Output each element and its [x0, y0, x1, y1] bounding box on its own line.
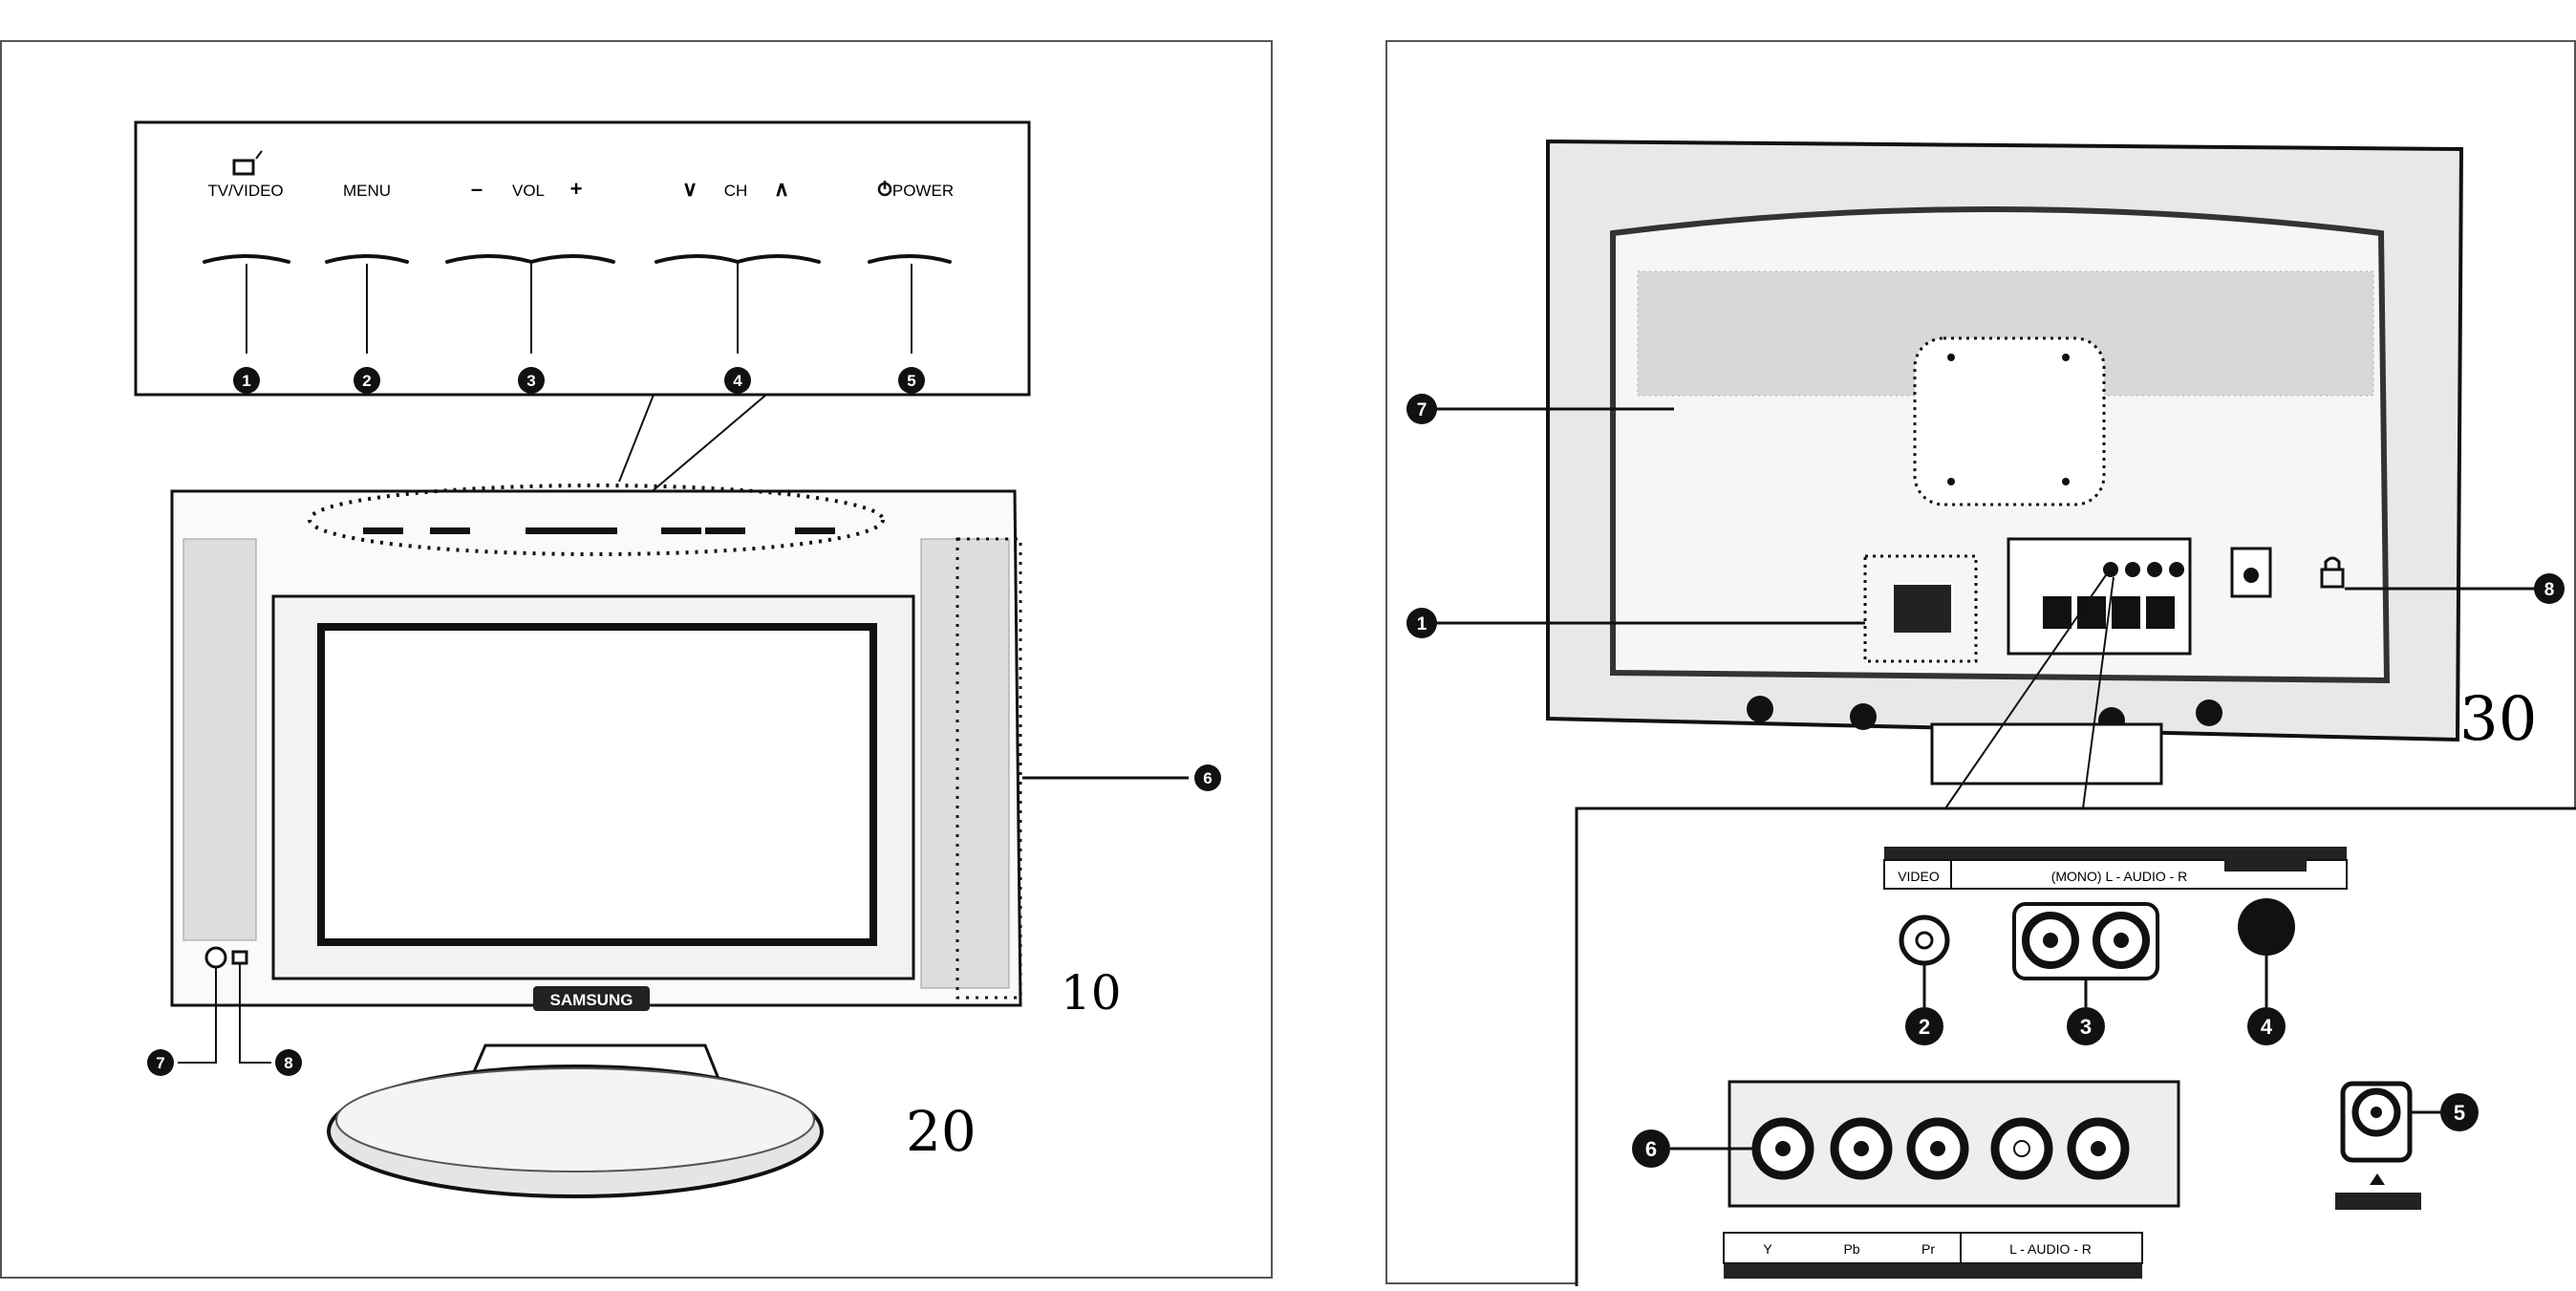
- jack-callout-2: 2: [1919, 1015, 1930, 1039]
- callout-5: 5: [907, 372, 915, 390]
- power-button[interactable]: [868, 254, 952, 264]
- button-label-ch: CH: [724, 182, 748, 200]
- label-video: VIDEO: [1898, 869, 1940, 884]
- front-view-diagram: TV/VIDEO MENU – VOL + ∨ CH ∧ POWER 1 2 3: [134, 120, 1221, 1198]
- handwritten-20: 20: [906, 1099, 977, 1164]
- left-speaker-grille: [182, 538, 257, 941]
- tv-front: SAMSUNG: [170, 484, 1022, 1198]
- rear-view-diagram: 7 1 8 30 VIDEO (MONO) L - AUDIO - R 2 3 …: [1406, 139, 2576, 1291]
- tv-video-icon: [232, 150, 263, 176]
- button-label-vol: VOL: [512, 182, 545, 200]
- wall-mount-area: [1913, 336, 2106, 506]
- menu-button[interactable]: [325, 254, 409, 264]
- label-pr: Pr: [1921, 1241, 1935, 1257]
- callout-4: 4: [733, 372, 742, 390]
- vol-plus-label: +: [570, 177, 583, 201]
- power-indicator: [231, 950, 248, 965]
- callout-8: 8: [284, 1054, 292, 1072]
- jack-callout-6: 6: [1645, 1137, 1657, 1161]
- button-region-highlight: [308, 484, 885, 556]
- vol-minus-label: –: [471, 177, 483, 201]
- handwritten-10: 10: [1061, 965, 1122, 1021]
- tv-video-button[interactable]: [203, 254, 290, 264]
- jack-callout-4: 4: [2261, 1015, 2273, 1039]
- lock-icon: [2320, 556, 2345, 589]
- vol-down-button[interactable]: [445, 254, 533, 264]
- brand-logo: SAMSUNG: [550, 991, 633, 1009]
- ch-up-button[interactable]: [736, 254, 821, 264]
- label-component-audio: L - AUDIO - R: [2009, 1241, 2092, 1257]
- label-mono-audio: (MONO) L - AUDIO - R: [2051, 869, 2188, 884]
- button-label-power: POWER: [892, 182, 954, 200]
- callout-7: 7: [156, 1054, 164, 1072]
- label-y: Y: [1763, 1241, 1772, 1257]
- tv-rear: [1546, 139, 2464, 785]
- jack-callout-3: 3: [2080, 1015, 2092, 1039]
- vol-up-button[interactable]: [529, 254, 615, 264]
- callout-2: 2: [362, 372, 371, 390]
- callout-1: 1: [242, 372, 250, 390]
- rear-callout-7: 7: [1417, 400, 1428, 420]
- callout-3: 3: [526, 372, 535, 390]
- button-label-tv-video: TV/VIDEO: [207, 182, 283, 200]
- ch-down-label: ∨: [682, 177, 698, 201]
- power-icon: [877, 181, 892, 197]
- label-pb: Pb: [1843, 1241, 1859, 1257]
- headphone-jack[interactable]: [2238, 898, 2295, 956]
- front-view-panel: TV/VIDEO MENU – VOL + ∨ CH ∧ POWER 1 2 3: [0, 40, 1273, 1279]
- right-speaker-grille: [920, 538, 1010, 989]
- ch-down-button[interactable]: [655, 254, 740, 264]
- callout-6: 6: [1203, 769, 1212, 787]
- power-socket-icon: [1894, 585, 1951, 633]
- rear-callout-8: 8: [2544, 580, 2555, 600]
- tv-screen: [317, 623, 877, 946]
- video-in-jack[interactable]: [1899, 914, 1950, 966]
- rear-view-panel: 7 1 8 30 VIDEO (MONO) L - AUDIO - R 2 3 …: [1385, 40, 2576, 1291]
- ch-up-label: ∧: [774, 177, 789, 201]
- jack-callout-5: 5: [2454, 1101, 2465, 1125]
- handwritten-30: 30: [2459, 684, 2537, 755]
- button-label-menu: MENU: [343, 182, 391, 200]
- rear-callout-1: 1: [1417, 614, 1428, 635]
- remote-sensor: [204, 946, 227, 969]
